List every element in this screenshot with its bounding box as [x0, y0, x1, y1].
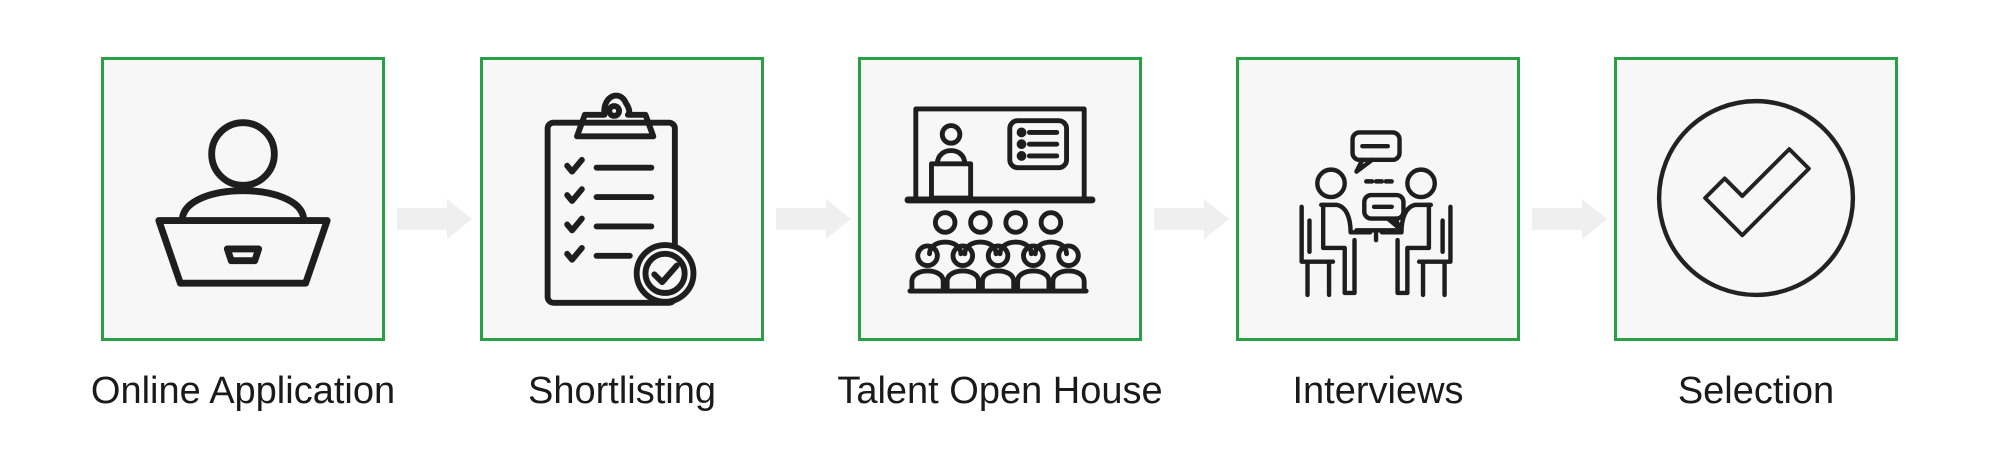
step-online-application: [101, 57, 385, 341]
clipboard-checklist-icon: [544, 92, 697, 306]
step-interviews: [1236, 57, 1520, 341]
arrow-right-icon: [1154, 199, 1229, 239]
person-laptop-icon: [155, 119, 331, 287]
step-talent-open-house: [858, 57, 1142, 341]
arrow-right-icon: [776, 199, 851, 239]
arrow-right-icon: [1532, 199, 1607, 239]
step-label: Talent Open House: [837, 370, 1163, 412]
step-label: Selection: [1677, 370, 1835, 412]
step-label: Interviews: [1292, 370, 1464, 412]
step-label: Online Application: [90, 370, 396, 412]
step-shortlisting: [480, 57, 764, 341]
arrow-right-icon: [397, 199, 472, 239]
interview-conversation-icon: [1299, 130, 1453, 298]
check-circle-icon: [1656, 98, 1856, 298]
presentation-audience-icon: [904, 106, 1096, 294]
step-selection: [1614, 57, 1898, 341]
step-label: Shortlisting: [528, 370, 716, 412]
